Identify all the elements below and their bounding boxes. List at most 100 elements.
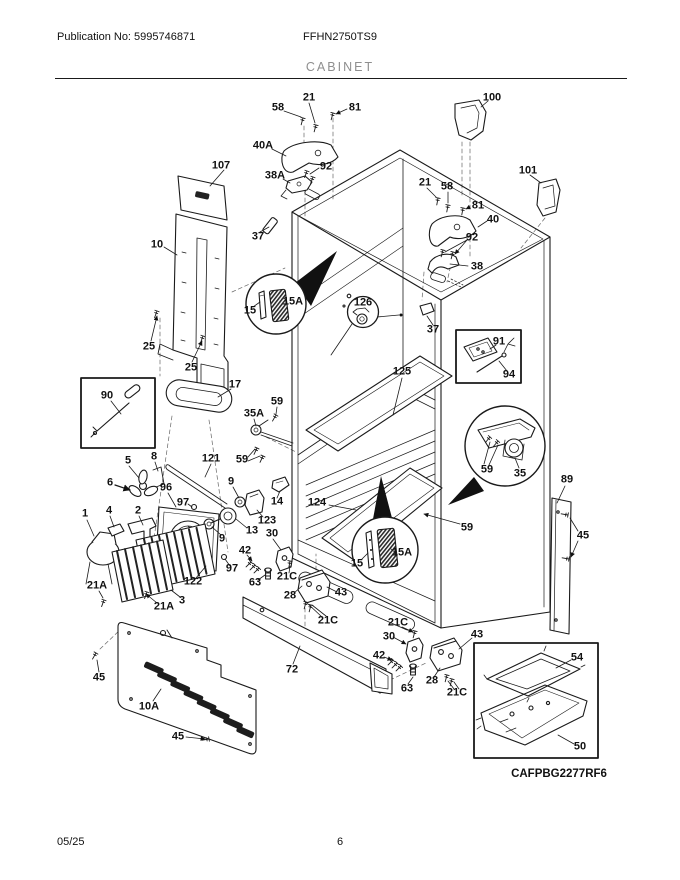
- part-callout-123: 123: [257, 514, 277, 527]
- part-callout-3: 3: [178, 594, 186, 607]
- part-callout-43: 43: [470, 628, 484, 641]
- part-callout-97: 97: [176, 496, 190, 509]
- part-callout-63: 63: [248, 576, 262, 589]
- part-callout-15a: 15A: [391, 546, 413, 559]
- part-callout-17: 17: [228, 378, 242, 391]
- part-callout-43: 43: [334, 586, 348, 599]
- part-callout-92: 92: [465, 231, 479, 244]
- bottom-hinge-right: [405, 637, 463, 676]
- part-callout-2: 2: [134, 504, 142, 517]
- part-callout-30: 30: [382, 630, 396, 643]
- part-callout-13: 13: [245, 524, 259, 537]
- part-callout-21: 21: [302, 91, 316, 104]
- part-callout-124: 124: [307, 496, 327, 509]
- part-callout-21a: 21A: [153, 600, 175, 613]
- part-callout-45: 45: [92, 671, 106, 684]
- part-callout-81: 81: [471, 199, 485, 212]
- leader-lines: [86, 100, 579, 745]
- part-callout-15: 15: [243, 304, 257, 317]
- part-callout-21c: 21C: [276, 570, 298, 583]
- part-callout-122: 122: [183, 575, 203, 588]
- part-callout-59: 59: [235, 453, 249, 466]
- part-callout-40: 40: [486, 213, 500, 226]
- publication-number: Publication No: 5995746871: [57, 31, 196, 43]
- part-callout-4: 4: [105, 504, 113, 517]
- drain-pan-inset-box: [473, 642, 599, 759]
- part-callout-58: 58: [440, 180, 454, 193]
- part-callout-14: 14: [270, 495, 284, 508]
- part-callout-126: 126: [353, 296, 373, 309]
- air-duct-assembly: [157, 175, 278, 413]
- part-callout-91: 91: [492, 335, 506, 348]
- cabinet-body: [291, 149, 551, 631]
- defrost-inset-box: [455, 329, 522, 384]
- part-callout-21: 21: [418, 176, 432, 189]
- part-callout-94: 94: [502, 368, 516, 381]
- part-callout-42: 42: [372, 649, 386, 662]
- footer-page-number: 6: [336, 836, 344, 848]
- thermostat-inset-box: [80, 377, 156, 449]
- part-callout-25: 25: [184, 361, 198, 374]
- part-callout-6: 6: [106, 476, 114, 489]
- part-callout-59: 59: [270, 395, 284, 408]
- part-callout-89: 89: [560, 473, 574, 486]
- side-rail-89: [549, 497, 572, 635]
- header-divider: [55, 78, 627, 79]
- part-callout-28: 28: [283, 589, 297, 602]
- part-callout-35: 35: [513, 467, 527, 480]
- part-callout-10a: 10A: [138, 700, 160, 713]
- part-callout-28: 28: [425, 674, 439, 687]
- part-callout-10: 10: [150, 238, 164, 251]
- part-callout-8: 8: [150, 450, 158, 463]
- part-callout-35a: 35A: [243, 407, 265, 420]
- inset-circle-grille-bottom: [351, 476, 419, 584]
- inset-circle-grille-top: [245, 251, 337, 335]
- part-callout-72: 72: [285, 663, 299, 676]
- part-callout-54: 54: [570, 651, 584, 664]
- top-hinge-parts: [280, 99, 561, 316]
- part-callout-100: 100: [482, 91, 502, 104]
- part-callout-38a: 38A: [264, 169, 286, 182]
- part-callout-96: 96: [159, 481, 173, 494]
- part-callout-21c: 21C: [387, 616, 409, 629]
- shelf-125: [305, 355, 453, 452]
- base-rail: [242, 596, 393, 695]
- part-callout-59: 59: [480, 463, 494, 476]
- part-callout-21a: 21A: [86, 579, 108, 592]
- part-callout-9: 9: [227, 475, 235, 488]
- part-callout-25: 25: [142, 340, 156, 353]
- part-callout-38: 38: [470, 260, 484, 273]
- inset-circle-grommet: [330, 295, 403, 356]
- part-callout-15a: 15A: [282, 295, 304, 308]
- part-callout-21c: 21C: [317, 614, 339, 627]
- part-callout-5: 5: [124, 454, 132, 467]
- part-callout-42: 42: [238, 544, 252, 557]
- part-callout-40a: 40A: [252, 139, 274, 152]
- part-callout-37: 37: [251, 230, 265, 243]
- part-callout-97: 97: [225, 562, 239, 575]
- part-callout-92: 92: [319, 160, 333, 173]
- diagram-code-caption: CAFPBG2277RF6: [511, 768, 607, 780]
- model-number: FFHN2750TS9: [303, 31, 377, 43]
- part-callout-15: 15: [350, 557, 364, 570]
- part-callout-21c: 21C: [446, 686, 468, 699]
- footer-date: 05/25: [57, 836, 85, 848]
- part-callout-107: 107: [211, 159, 231, 172]
- part-callout-101: 101: [518, 164, 538, 177]
- part-callout-63: 63: [400, 682, 414, 695]
- part-callout-125: 125: [392, 365, 412, 378]
- compressor-condenser: [85, 517, 216, 603]
- inset-circle-hinge-right: [448, 405, 546, 505]
- part-callout-121: 121: [201, 452, 221, 465]
- part-callout-81: 81: [348, 101, 362, 114]
- part-callout-45: 45: [171, 730, 185, 743]
- part-callout-59: 59: [460, 521, 474, 534]
- part-callout-90: 90: [100, 389, 114, 402]
- part-callout-1: 1: [81, 507, 89, 520]
- part-callout-9: 9: [218, 532, 226, 545]
- part-callout-58: 58: [271, 101, 285, 114]
- part-callout-45: 45: [576, 529, 590, 542]
- bottom-hinge-left: [264, 546, 331, 604]
